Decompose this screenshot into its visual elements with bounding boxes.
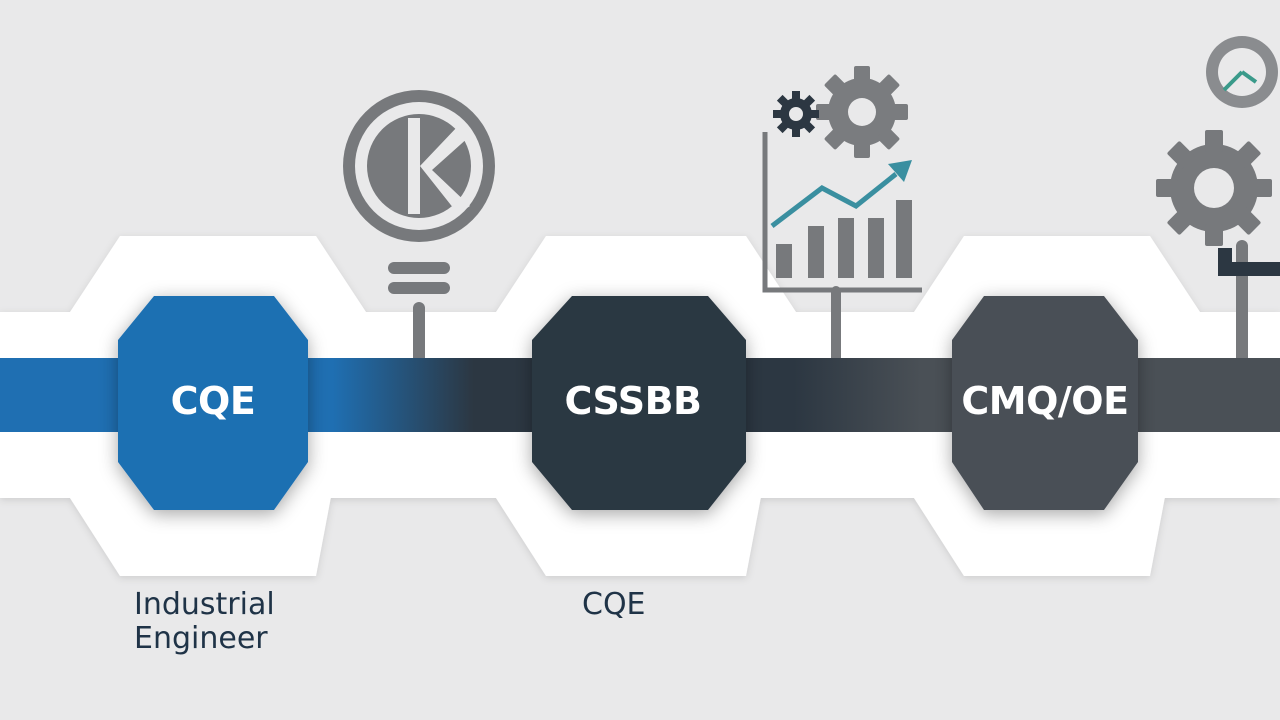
caption-industrial-engineer: Industrial Engineer <box>134 588 275 656</box>
node-label-cssbb: CSSBB <box>564 379 702 423</box>
caption-line-2: Engineer <box>134 621 268 656</box>
node-label-cqe: CQE <box>170 379 256 423</box>
node-label-cmq-oe: CMQ/OE <box>961 379 1129 423</box>
node-shape-cssbb <box>532 296 746 510</box>
lightbulb-icon <box>343 90 495 404</box>
node-shape-cmq-oe <box>952 296 1138 510</box>
node-shape-cqe <box>118 296 308 510</box>
caption-cqe: CQE <box>582 588 646 622</box>
caption-line-1: Industrial <box>134 587 275 622</box>
caption-line-1: CQE <box>582 587 646 622</box>
gears-icon <box>773 66 908 158</box>
